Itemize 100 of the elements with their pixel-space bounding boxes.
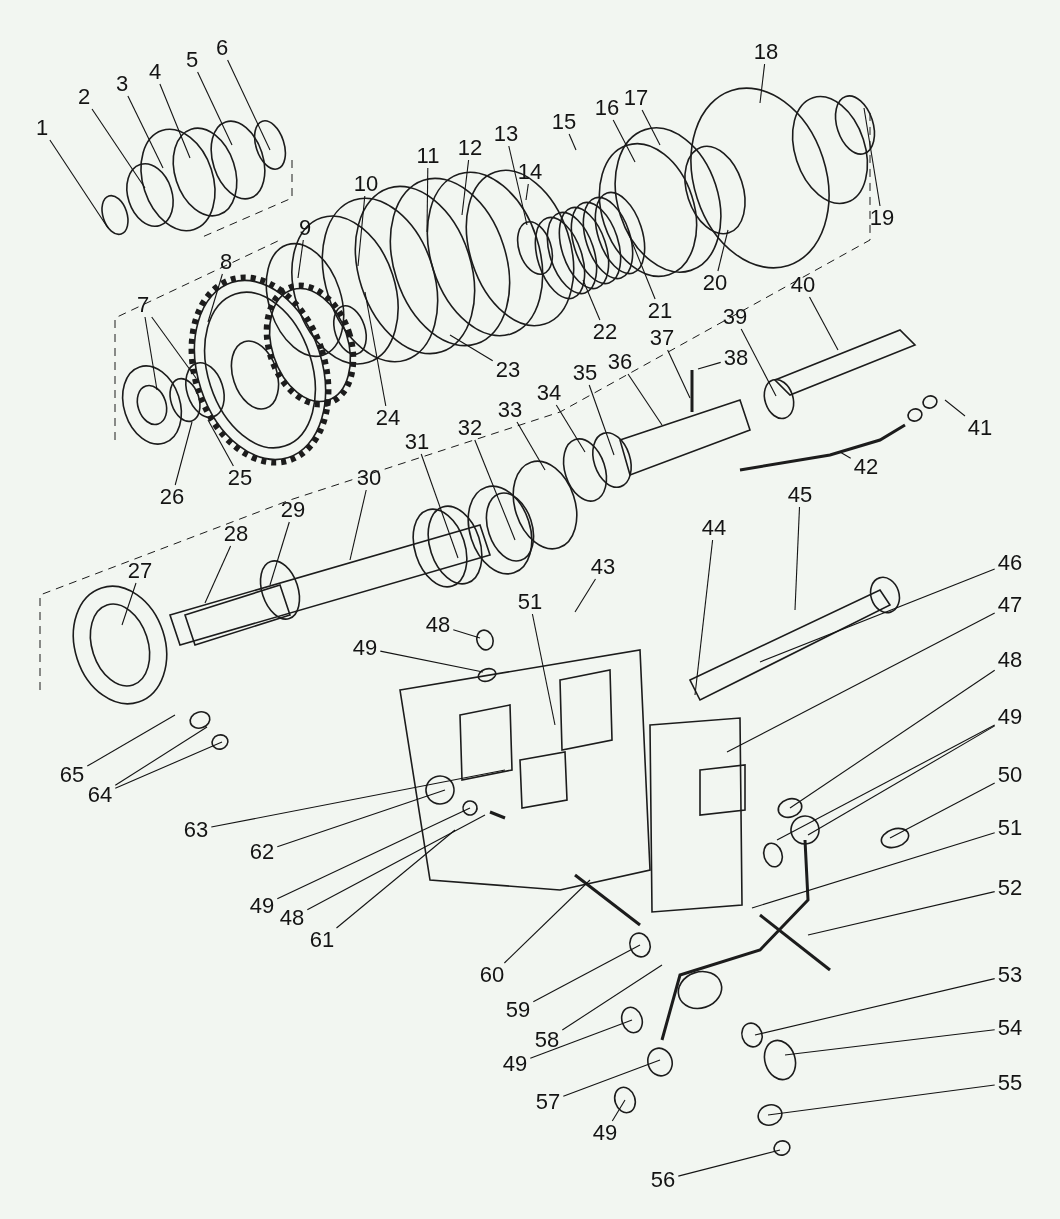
callout-number: 57 <box>535 1091 561 1113</box>
leader-line <box>335 829 456 929</box>
callout-number: 49 <box>502 1053 528 1075</box>
leader-line <box>667 349 691 399</box>
leader-line <box>759 63 766 104</box>
leader-line <box>297 239 304 279</box>
leader-line <box>197 71 233 146</box>
leader-line <box>574 578 597 613</box>
callout-number: 42 <box>853 456 879 478</box>
callout-number: 56 <box>650 1169 676 1191</box>
leader-line <box>159 83 191 159</box>
callout-number: 50 <box>997 764 1023 786</box>
callout-number: 25 <box>227 467 253 489</box>
callout-number: 48 <box>279 907 305 929</box>
callout-number: 41 <box>967 417 993 439</box>
callout-number: 45 <box>787 484 813 506</box>
leader-line <box>276 789 446 848</box>
leader-line <box>807 725 996 836</box>
callout-number: 61 <box>309 929 335 951</box>
callout-number: 24 <box>375 407 401 429</box>
leader-line <box>612 119 636 163</box>
leader-line <box>697 361 722 370</box>
leader-line <box>751 832 996 909</box>
leader-line <box>641 109 661 146</box>
leader-line <box>151 316 197 379</box>
leader-line <box>452 629 481 639</box>
leader-line <box>379 650 484 673</box>
callout-number: 52 <box>997 877 1023 899</box>
callout-number: 20 <box>702 272 728 294</box>
leader-line <box>555 404 586 453</box>
callout-number: 21 <box>647 300 673 322</box>
callout-number: 58 <box>534 1029 560 1051</box>
callout-number: 49 <box>352 637 378 659</box>
callout-number: 3 <box>115 73 129 95</box>
callout-number: 10 <box>353 173 379 195</box>
callout-number: 31 <box>404 431 430 453</box>
leader-line <box>767 1084 996 1116</box>
callout-number: 43 <box>590 556 616 578</box>
callout-number: 7 <box>136 294 150 316</box>
leader-line <box>508 145 528 226</box>
callout-number: 53 <box>997 964 1023 986</box>
leader-line <box>582 279 601 321</box>
leader-line <box>420 453 459 559</box>
callout-number: 59 <box>505 999 531 1021</box>
leader-line <box>121 582 137 626</box>
leader-line <box>207 419 234 467</box>
leader-line <box>740 328 777 397</box>
callout-number: 54 <box>997 1017 1023 1039</box>
leader-line <box>364 291 387 407</box>
callout-number: 19 <box>869 207 895 229</box>
leader-line <box>677 1149 781 1177</box>
callout-number: 14 <box>517 161 543 183</box>
leader-line <box>516 421 546 471</box>
leader-line <box>784 1029 996 1056</box>
leader-line <box>207 273 223 323</box>
leader-line <box>889 782 996 839</box>
callout-number: 60 <box>479 964 505 986</box>
callout-number: 48 <box>997 649 1023 671</box>
leader-line <box>357 195 366 267</box>
callout-number: 49 <box>997 706 1023 728</box>
callout-number: 1 <box>35 117 49 139</box>
leader-line <box>789 669 996 809</box>
callout-number: 39 <box>722 306 748 328</box>
callout-number: 5 <box>185 49 199 71</box>
leader-line <box>449 334 494 362</box>
leader-line <box>503 879 591 964</box>
leader-line <box>86 714 176 767</box>
leader-line <box>426 167 429 233</box>
leader-line <box>794 506 801 611</box>
callout-number: 16 <box>594 97 620 119</box>
callout-number: 65 <box>59 764 85 786</box>
callout-number: 12 <box>457 137 483 159</box>
callout-number: 2 <box>77 86 91 108</box>
leader-line <box>529 1019 633 1059</box>
leader-line <box>91 108 146 189</box>
callout-number: 27 <box>127 560 153 582</box>
leader-line <box>839 451 852 459</box>
callout-number: 22 <box>592 321 618 343</box>
leader-line <box>49 139 109 229</box>
leader-line <box>474 439 516 541</box>
leader-line <box>944 399 966 417</box>
leader-line <box>808 296 839 351</box>
callout-number: 49 <box>592 1122 618 1144</box>
callout-number: 4 <box>148 61 162 83</box>
callout-number: 62 <box>249 841 275 863</box>
callout-number: 13 <box>493 123 519 145</box>
leader-line <box>863 107 881 207</box>
leader-line <box>726 612 996 753</box>
callout-number: 6 <box>215 37 229 59</box>
leader-line <box>717 229 729 272</box>
callout-number: 15 <box>551 111 577 133</box>
leader-line <box>114 726 208 786</box>
callout-number: 44 <box>701 517 727 539</box>
leader-line <box>807 891 996 936</box>
callout-number: 18 <box>753 41 779 63</box>
callout-number: 36 <box>607 351 633 373</box>
leader-line <box>562 1059 661 1097</box>
leader-line <box>269 521 290 586</box>
callout-number: 38 <box>723 347 749 369</box>
leader-line <box>306 814 486 911</box>
